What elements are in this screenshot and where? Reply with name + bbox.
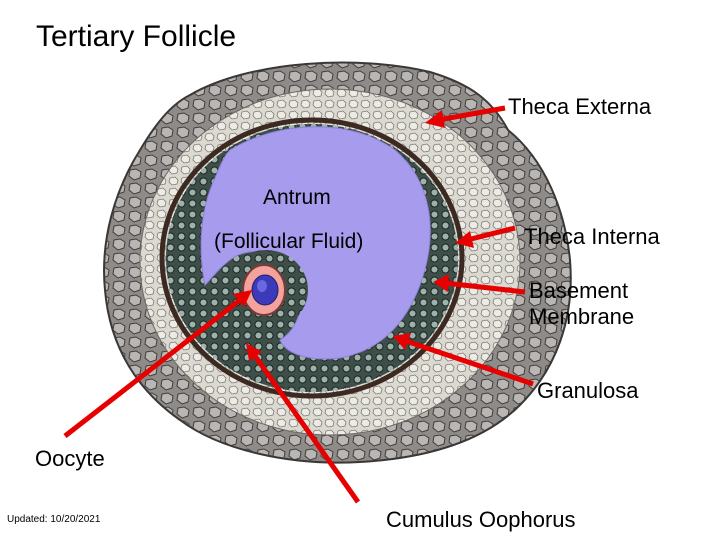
- updated-date: Updated: 10/20/2021: [7, 514, 101, 525]
- page-title: Tertiary Follicle: [36, 20, 237, 53]
- arrow-cumulus-oophorus: [252, 354, 361, 504]
- arrowhead-theca-interna: [455, 231, 474, 248]
- arrowhead-granulosa: [393, 333, 411, 350]
- label-cumulus-oophorus: Cumulus Oophorus: [386, 507, 576, 532]
- label-oocyte: Oocyte: [35, 446, 105, 471]
- basement-membrane: [159, 117, 465, 399]
- arrow-theca-externa: [437, 105, 506, 123]
- oocyte-nucleus: [257, 280, 267, 292]
- arrow-oocyte: [63, 298, 242, 438]
- arrowhead-theca-externa: [425, 110, 445, 128]
- label-basement-line1: Basement: [529, 278, 629, 303]
- label-granulosa: Granulosa: [537, 378, 639, 403]
- arrowhead-basement-membrane: [433, 274, 449, 292]
- label-basement-line2: Membrane: [529, 304, 635, 329]
- arrowhead-oocyte: [233, 290, 252, 307]
- label-antrum: Antrum: [263, 186, 331, 209]
- label-theca-interna: Theca Interna: [524, 224, 660, 249]
- label-follicular-fluid: (Follicular Fluid): [214, 230, 364, 253]
- arrow-theca-interna: [466, 225, 516, 243]
- arrowhead-cumulus-oophorus: [246, 343, 262, 361]
- arrow-granulosa: [405, 338, 534, 387]
- label-basement-membrane: Basement Membrane: [529, 278, 634, 330]
- arrow-basement-membrane: [444, 280, 526, 295]
- antrum-cavity: [200, 126, 431, 360]
- label-theca-externa: Theca Externa: [508, 94, 652, 119]
